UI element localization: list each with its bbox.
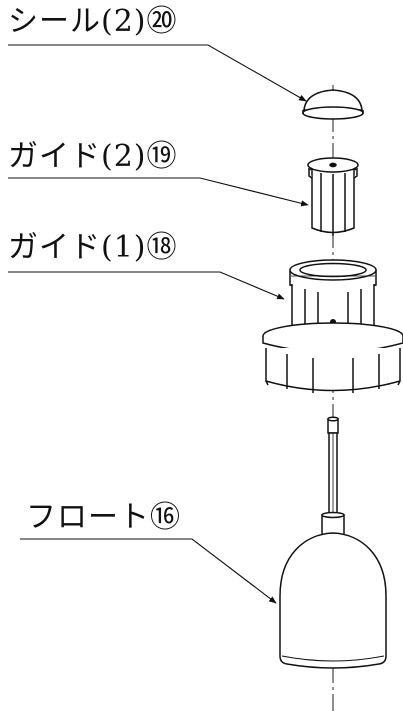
label-guide-1: ガイド(1)⑱	[8, 230, 178, 265]
seal-part	[302, 89, 364, 120]
leader-float	[20, 538, 277, 604]
leader-guide-1	[8, 271, 285, 300]
guide1-part	[262, 259, 403, 393]
guide2-part	[307, 157, 359, 236]
label-guide-2: ガイド(2)⑲	[8, 139, 178, 174]
label-float: フロート⑯	[26, 500, 181, 535]
label-seal: シール(2)⑳	[8, 4, 178, 39]
leader-seal	[8, 44, 307, 102]
float-part	[279, 416, 387, 669]
leader-guide-2	[8, 177, 309, 207]
